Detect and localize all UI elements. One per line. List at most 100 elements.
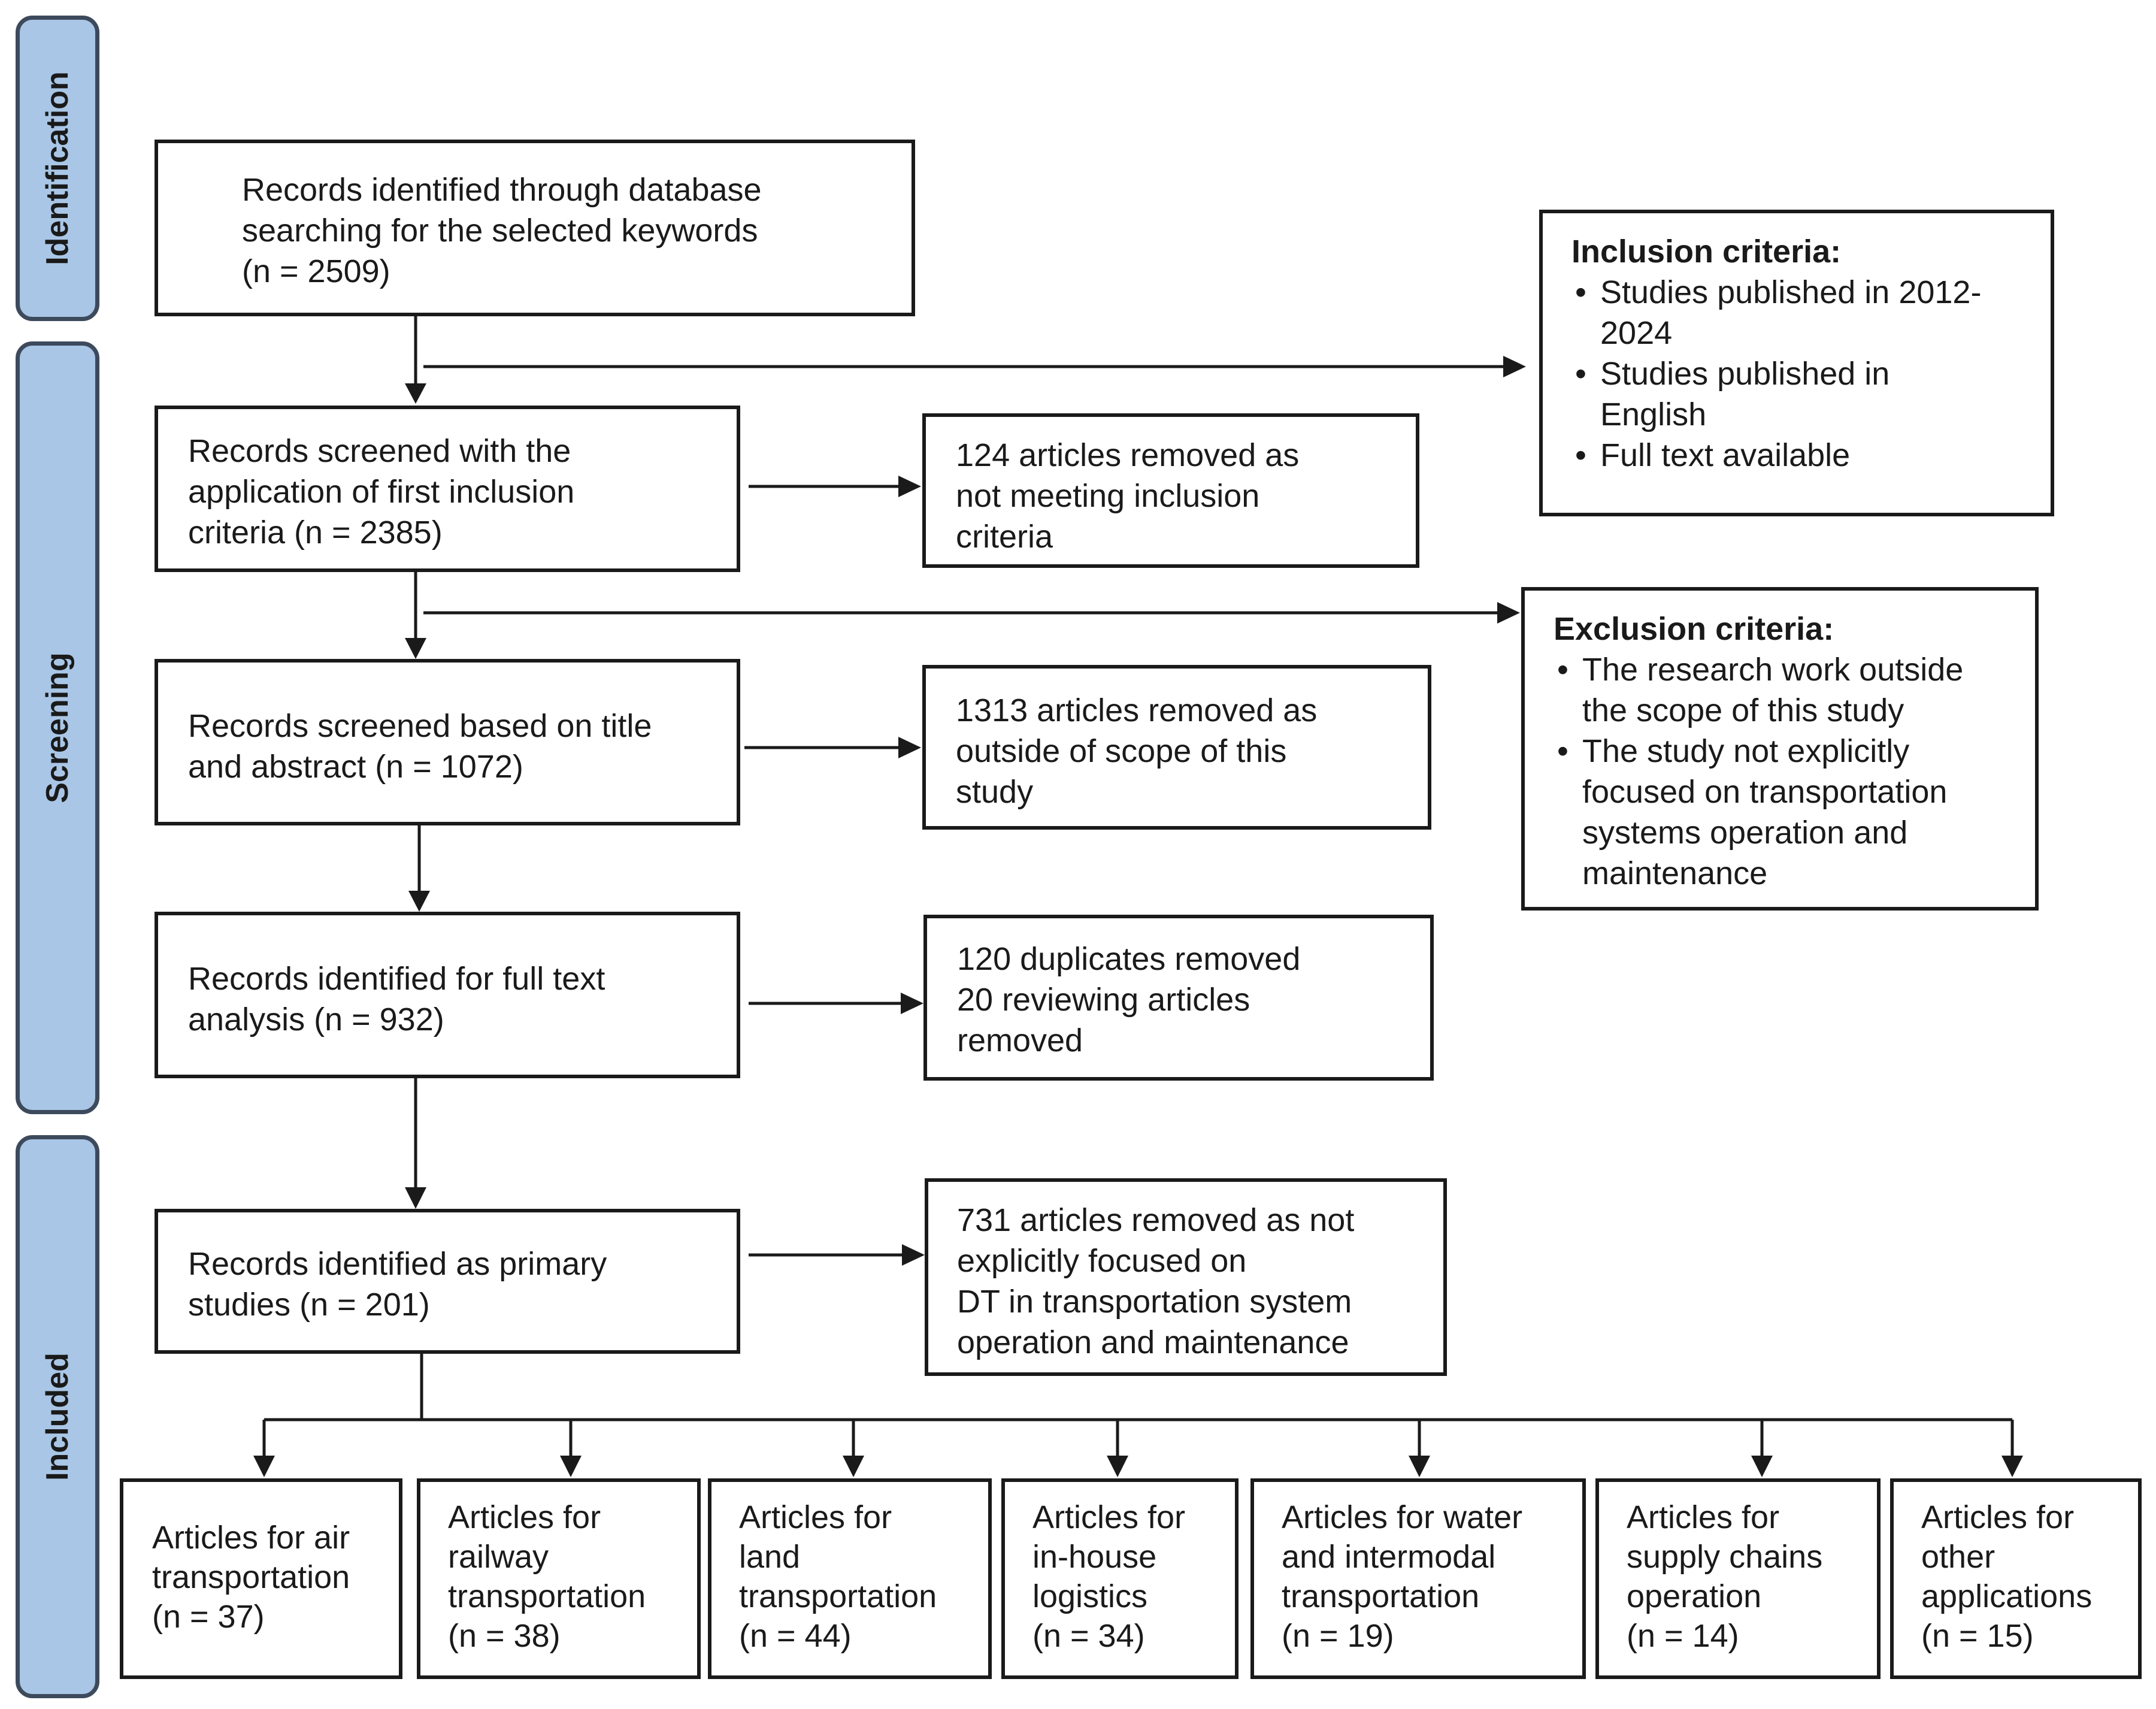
box-text-line: outside of scope of this: [956, 733, 1287, 769]
box-removed-not-focused: 731 articles removed as not explicitly f…: [925, 1178, 1447, 1376]
box-primary-studies: Records identified as primary studies (n…: [155, 1209, 740, 1354]
box-full-text: Records identified for full text analysi…: [155, 912, 740, 1078]
box-inclusion-criteria: Inclusion criteria: Studies published in…: [1539, 210, 2054, 516]
category-text-line: (n = 15): [1921, 1618, 2034, 1654]
inclusion-item: Studies published in 2012- 2024: [1571, 272, 1981, 353]
box-text-line: criteria: [956, 519, 1053, 555]
box-text-line: 20 reviewing articles: [957, 982, 1250, 1018]
box-text-line: Records identified through database: [242, 172, 762, 208]
criteria-text-line: maintenance: [1582, 855, 1768, 891]
box-removed-scope: 1313 articles removed as outside of scop…: [922, 665, 1431, 830]
box-text-line: (n = 2509): [242, 253, 390, 289]
box-text-line: Records screened based on title: [188, 708, 652, 744]
phase-identification: Identification: [16, 16, 99, 321]
box-records-identified: Records identified through database sear…: [155, 140, 915, 316]
arrowhead: [560, 1456, 582, 1477]
box-text-line: 124 articles removed as: [956, 437, 1300, 473]
category-text-line: Articles for: [1032, 1499, 1186, 1535]
phase-included: Included: [16, 1135, 99, 1698]
arrowhead: [1503, 356, 1526, 377]
category-text-line: (n = 19): [1282, 1618, 1394, 1654]
box-text-line: Records screened with the: [188, 433, 571, 469]
exclusion-item: The study not explicitly focused on trans…: [1554, 731, 1963, 894]
category-text-line: logistics: [1032, 1578, 1148, 1614]
category-text-line: Articles for: [739, 1499, 892, 1535]
category-text-line: Articles for air: [152, 1520, 350, 1556]
box-text-line: explicitly focused on: [957, 1243, 1247, 1279]
category-text-line: railway: [448, 1539, 549, 1575]
criteria-text-line: Studies published in 2012-: [1600, 274, 1982, 310]
exclusion-title: Exclusion criteria:: [1554, 611, 1834, 647]
box-text-line: 120 duplicates removed: [957, 941, 1301, 977]
arrowhead: [902, 1244, 925, 1266]
box-removed-duplicates: 120 duplicates removed 20 reviewing arti…: [923, 915, 1434, 1081]
arrowhead: [843, 1456, 864, 1477]
criteria-text-line: English: [1600, 397, 1707, 432]
criteria-text-line: The study not explicitly: [1582, 733, 1910, 769]
criteria-text-line: Studies published in: [1600, 356, 1890, 392]
category-text-line: (n = 14): [1627, 1618, 1739, 1654]
box-text-line: Records identified for full text: [188, 961, 605, 997]
arrowhead: [405, 383, 426, 404]
category-text-line: land: [739, 1539, 801, 1575]
criteria-text-line: the scope of this study: [1582, 692, 1904, 728]
inclusion-item: Full text available: [1571, 435, 1981, 476]
category-text-line: transportation: [152, 1559, 350, 1595]
box-text-line: studies (n = 201): [188, 1287, 430, 1323]
arrowhead: [405, 1187, 426, 1209]
box-screened-first-criteria: Records screened with the application of…: [155, 406, 740, 572]
category-text-line: Articles for: [448, 1499, 601, 1535]
inclusion-item: Studies published in English: [1571, 353, 1981, 435]
box-text-line: 731 articles removed as not: [957, 1202, 1355, 1238]
box-text-line: application of first inclusion: [188, 474, 575, 510]
criteria-text-line: Full text available: [1600, 437, 1851, 473]
box-text-line: operation and maintenance: [957, 1324, 1349, 1360]
criteria-text-line: systems operation and: [1582, 815, 1908, 851]
category-text-line: (n = 34): [1032, 1618, 1145, 1654]
category-text-line: applications: [1921, 1578, 2093, 1614]
criteria-text-line: 2024: [1600, 315, 1673, 351]
inclusion-title: Inclusion criteria:: [1571, 234, 1842, 270]
category-text-line: (n = 38): [448, 1618, 561, 1654]
category-text-line: Articles for water: [1282, 1499, 1523, 1535]
box-text-line: study: [956, 774, 1034, 810]
criteria-text-line: focused on transportation: [1582, 774, 1948, 810]
inclusion-list: Studies published in 2012- 2024 Studies p…: [1571, 272, 1981, 476]
box-exclusion-criteria: Exclusion criteria: The research work ou…: [1521, 587, 2039, 911]
arrowhead: [2001, 1456, 2023, 1477]
arrowhead: [1409, 1456, 1430, 1477]
category-text-line: Articles for: [1627, 1499, 1780, 1535]
arrowhead: [901, 993, 923, 1014]
category-text-line: (n = 44): [739, 1618, 852, 1654]
box-screened-title-abstract: Records screened based on title and abst…: [155, 659, 740, 825]
category-text-line: operation: [1627, 1578, 1762, 1614]
phase-screening: Screening: [16, 341, 99, 1114]
arrowhead: [408, 891, 430, 912]
box-text-line: Records identified as primary: [188, 1246, 607, 1282]
box-text-line: criteria (n = 2385): [188, 515, 443, 550]
category-text-line: transportation: [1282, 1578, 1480, 1614]
category-text-line: supply chains: [1627, 1539, 1823, 1575]
box-text-line: searching for the selected keywords: [242, 213, 758, 249]
arrowhead: [898, 737, 921, 758]
category-text-line: Articles for: [1921, 1499, 2075, 1535]
category-text-line: transportation: [739, 1578, 937, 1614]
arrowhead: [405, 638, 426, 659]
box-text-line: and abstract (n = 1072): [188, 749, 523, 785]
box-text-line: 1313 articles removed as: [956, 692, 1318, 728]
arrowhead: [898, 476, 921, 497]
category-text-line: in-house: [1032, 1539, 1157, 1575]
box-text-line: not meeting inclusion: [956, 478, 1260, 514]
category-text-line: transportation: [448, 1578, 646, 1614]
arrowhead: [1751, 1456, 1773, 1477]
box-text-line: DT in transportation system: [957, 1284, 1352, 1320]
arrowhead: [1107, 1456, 1128, 1477]
box-text-line: removed: [957, 1023, 1083, 1058]
arrowhead: [253, 1456, 275, 1477]
